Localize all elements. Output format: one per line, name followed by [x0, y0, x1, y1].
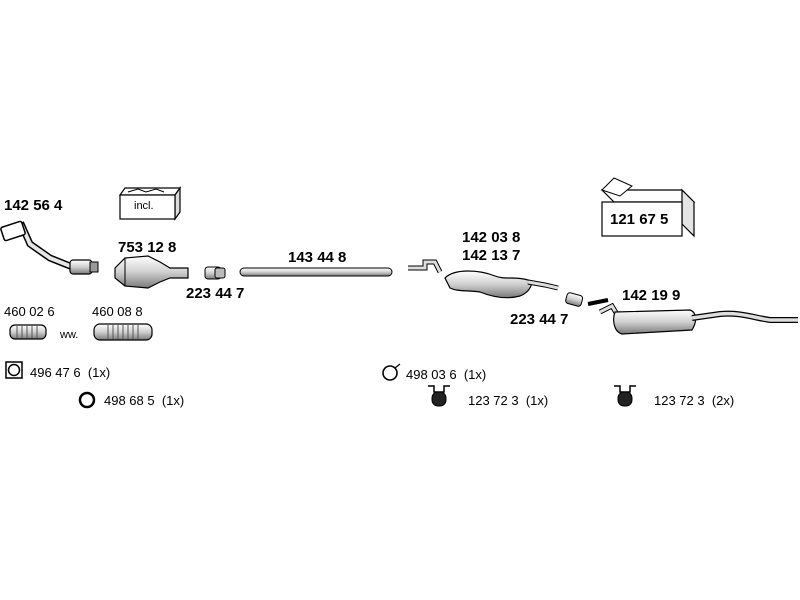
part-label-gasket-square: 496 47 6 (1x): [30, 365, 111, 380]
kit-box-shape: [600, 177, 696, 238]
flex-pipe-b-shape: [93, 323, 153, 341]
part-label-ring-mid: 498 03 6 (1x): [406, 367, 487, 382]
front-pipe-shape: [0, 220, 99, 275]
part-label-rear-silencer: 142 19 9: [622, 287, 681, 304]
flex-pipe-a-shape: [9, 324, 47, 340]
gasket-square-shape: [5, 361, 23, 379]
part-label-front-pipe: 142 56 4: [4, 197, 63, 214]
part-label-flex-a: 460 02 6: [4, 304, 55, 319]
part-label-hanger-mid: 123 72 3 (1x): [468, 393, 549, 408]
part-label-catalyst: 753 12 8: [118, 239, 177, 256]
incl-box-shape: [118, 186, 182, 221]
incl-box-label: incl.: [134, 200, 154, 212]
part-label-clamp-front: 223 44 7: [186, 285, 245, 302]
mid-silencer-shape: [408, 259, 559, 299]
rear-silencer-shape: [587, 298, 798, 335]
gasket-ring-shape: [78, 391, 96, 409]
part-label-gasket-ring: 498 68 5 (1x): [104, 393, 185, 408]
part-label-mid-silencer-a: 142 03 8: [462, 229, 521, 246]
flex-separator-label: ww.: [60, 329, 79, 341]
hanger-mid-shape: [428, 385, 450, 407]
ring-mid-shape: [382, 363, 401, 381]
part-label-flex-b: 460 08 8: [92, 304, 143, 319]
part-label-kit-box: 121 67 5: [610, 211, 669, 228]
hanger-rear-shape: [614, 385, 636, 407]
part-label-clamp-rear: 223 44 7: [510, 311, 569, 328]
part-label-mid-pipe: 143 44 8: [288, 249, 347, 266]
part-label-hanger-rear: 123 72 3 (2x): [654, 393, 735, 408]
mid-pipe-shape: [239, 267, 393, 277]
part-label-mid-silencer-b: 142 13 7: [462, 247, 521, 264]
clamp-rear-shape: [565, 292, 584, 307]
catalyst-shape: [114, 255, 189, 289]
clamp-front-shape: [204, 266, 226, 280]
